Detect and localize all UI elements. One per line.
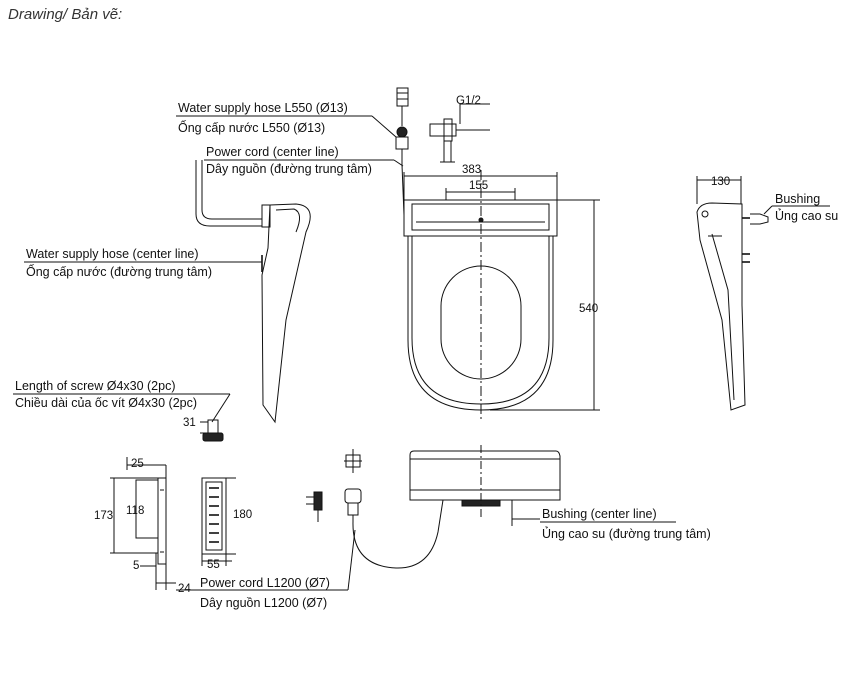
power-cord-part — [344, 488, 444, 569]
dim-540: 540 — [579, 303, 598, 315]
g-thread-label: G1/2 — [456, 95, 481, 107]
dim-55: 55 — [207, 559, 220, 571]
dim-5: 5 — [133, 560, 139, 572]
drawing-title: Drawing/ Bản vẽ: — [8, 6, 123, 23]
screw-label-vi: Chiều dài của ốc vít Ø4x30 (2pc) — [15, 396, 197, 410]
plug-icon — [306, 491, 323, 522]
water-center-label-en: Water supply hose (center line) — [26, 247, 199, 261]
bushing-center-label-vi: Ủng cao su (đường trung tâm) — [542, 526, 711, 541]
side-view-right — [696, 176, 769, 411]
power-center-label-vi: Dây nguồn (đường trung tâm) — [206, 162, 372, 176]
screw-part — [200, 419, 224, 442]
dim-31: 31 — [183, 417, 196, 429]
control-panel-front — [201, 477, 236, 566]
valve-fitting — [395, 87, 409, 216]
bottom-view-base — [409, 445, 561, 526]
dim-130: 130 — [711, 176, 730, 188]
power-cord-label-vi: Dây nguồn L1200 (Ø7) — [200, 596, 327, 610]
water-hose-label-vi: Ống cấp nước L550 (Ø13) — [178, 120, 325, 135]
fitting-part — [344, 449, 362, 473]
dim-173: 173 — [94, 510, 113, 522]
front-view-seat — [403, 170, 600, 420]
water-center-label-vi: Ống cấp nước (đường trung tâm) — [26, 264, 212, 279]
bushing-label-en: Bushing — [775, 192, 820, 206]
control-panel-side — [110, 457, 176, 590]
dim-383: 383 — [462, 164, 481, 176]
g-half-inch-fitting — [429, 103, 490, 163]
dim-24: 24 — [178, 583, 191, 595]
bushing-center-label-en: Bushing (center line) — [542, 507, 657, 521]
dim-25: 25 — [131, 458, 144, 470]
side-view-left — [195, 160, 311, 424]
bushing-label-vi: Ủng cao su — [775, 208, 838, 223]
dim-180: 180 — [233, 509, 252, 521]
dim-118: 118 — [126, 505, 144, 517]
screw-label-en: Length of screw Ø4x30 (2pc) — [15, 379, 176, 393]
power-center-label-en: Power cord (center line) — [206, 145, 339, 159]
dim-155: 155 — [469, 180, 488, 192]
power-cord-label-en: Power cord L1200 (Ø7) — [200, 576, 330, 590]
water-hose-label-en: Water supply hose L550 (Ø13) — [178, 101, 348, 115]
